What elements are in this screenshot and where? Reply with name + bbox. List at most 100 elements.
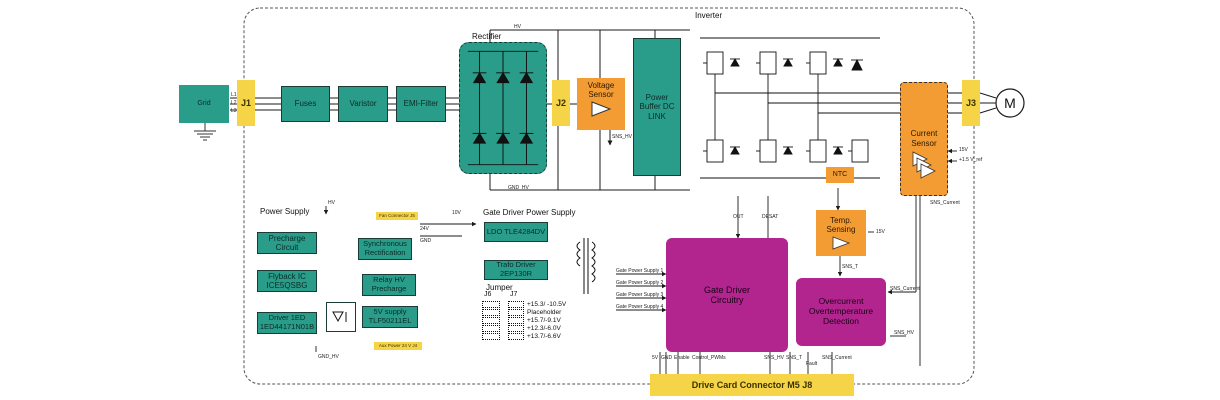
aux-power-label: Aux Power 24 V J4 <box>378 343 418 349</box>
gdps-title: Gate Driver Power Supply <box>483 208 576 217</box>
v15-temp-label: 15V <box>876 229 885 235</box>
v15-label: 15V <box>959 147 968 153</box>
varistor-block: Varistor <box>338 86 388 122</box>
jumper-col-j7: J7 <box>510 291 518 298</box>
overcurrent-detection-block: Overcurrent Overtemperature Detection <box>796 278 886 346</box>
brake-igbt <box>848 139 869 163</box>
earth-ground-icon <box>194 123 216 141</box>
sns-t-bottom-label: SNS_T <box>786 355 803 361</box>
connector-j3-label: J3 <box>965 97 976 108</box>
igbt-low-1 <box>703 139 740 163</box>
gps2-label: Gate Power Supply 2 <box>616 280 664 286</box>
jumper-row: +15.3/ -10.5V <box>482 300 566 308</box>
jumper-row: +13.7/-6.6V <box>482 332 566 340</box>
current-sensor-label: Current Sensor <box>910 129 938 148</box>
jumper-title: Jumper <box>486 283 513 292</box>
jumper-row-label: +13.7/-6.6V <box>527 332 561 340</box>
out-label: OUT <box>733 214 744 220</box>
drive-card-connector-label: Drive Card Connector M5 J8 <box>691 379 813 390</box>
jumper-j7-pins-icon <box>508 324 524 332</box>
precharge-circuit-block: Precharge Circuit <box>257 232 317 254</box>
jumper-col-j6: J6 <box>484 291 492 298</box>
driver-1ed-block: Driver 1ED 1ED44171N01B <box>257 312 317 334</box>
connector-j2: J2 <box>552 80 570 126</box>
current-sensor-block: Current Sensor <box>900 82 948 196</box>
ldo-label: LDO TLE4284DV <box>486 226 546 236</box>
connector-j1: J1 <box>237 80 255 126</box>
gnd-hv-label: GND_HV <box>508 185 529 191</box>
jumper-j6-pins-icon <box>482 316 500 324</box>
optocoupler-icon <box>326 302 356 332</box>
jumper-row: +12.3/-6.0V <box>482 324 566 332</box>
transformer-icon <box>576 238 596 294</box>
voltage-sensor-label: Voltage Sensor <box>587 81 615 100</box>
grid-block: Grid <box>179 85 229 123</box>
trafo-driver-label: Trafo Driver 2EP130R <box>496 260 536 278</box>
fault-label: Fault <box>806 361 818 367</box>
v5-label: 5V <box>652 355 659 361</box>
amplifier-icon <box>591 101 612 118</box>
jumper-j6-pins-icon <box>482 324 500 332</box>
ntc-block: NTC <box>826 167 854 183</box>
motor-phases <box>979 92 997 114</box>
jumper-j7-pins-icon <box>508 300 524 308</box>
supply-5v-block: 5V supply TLF50211EL <box>362 306 418 328</box>
brake-diode <box>851 58 863 71</box>
jumper-j7-pins-icon <box>508 332 524 340</box>
sns-current-bottom-label: SNS_Current <box>822 355 852 361</box>
v24-label: 24V <box>420 226 429 232</box>
sns-hv-label-top: SNS_HV <box>612 134 633 140</box>
sync-rectification-block: Synchronous Rectification <box>358 238 412 260</box>
flyback-ic-label: Flyback IC ICE5QSBG <box>266 271 308 290</box>
sns-t-label-top: SNS_T <box>842 264 859 270</box>
gate-driver-circuitry-label: Gate Driver Circuitry <box>703 284 750 305</box>
rectifier-bridge-icon <box>467 50 539 166</box>
desat-label: DESAT <box>762 214 779 220</box>
phase-l2-label: L2 <box>231 100 237 106</box>
jumper-j6-pins-icon <box>482 308 500 316</box>
motor-block: M <box>996 89 1024 117</box>
sns-hv-label-oc: SNS_HV <box>894 330 915 336</box>
jumper-j6-pins-icon <box>482 300 500 308</box>
gps1-label: Gate Power Supply 1 <box>616 268 664 274</box>
hv-ps-label: HV <box>328 200 335 206</box>
jumper-row-label: +15.7/-9.1V <box>527 316 561 324</box>
system-boundary <box>243 7 975 385</box>
emi-filter-block: EMI-Filter <box>396 86 446 122</box>
rectifier-block <box>459 42 547 174</box>
jumper-j7-pins-icon <box>508 316 524 324</box>
emi-filter-label: EMI-Filter <box>403 99 439 109</box>
jumper-row-label: +15.3/ -10.5V <box>527 300 567 308</box>
control-pwms-label: Control_PWMs <box>692 355 726 361</box>
trafo-driver-block: Trafo Driver 2EP130R <box>484 260 548 280</box>
enable-label: Enable <box>674 355 690 361</box>
jumper-j7-pins-icon <box>508 308 524 316</box>
sns-hv-bottom-label: SNS_HV <box>764 355 785 361</box>
igbt-high-2 <box>756 51 793 75</box>
overcurrent-detection-label: Overcurrent Overtemperature Detection <box>808 296 874 326</box>
phase-l3-label: L3 <box>231 108 237 114</box>
amplifier-stack-icon <box>912 151 936 179</box>
gnd-ps-label: GND <box>420 238 432 244</box>
gnd-bottom-label: GND <box>661 355 673 361</box>
driver-1ed-label: Driver 1ED 1ED44171N01B <box>259 313 315 331</box>
motor-label: M <box>1004 94 1016 111</box>
grid-label: Grid <box>197 99 211 107</box>
gps4-label: Gate Power Supply 4 <box>616 304 664 310</box>
jumper-row: Placeholder <box>482 308 566 316</box>
fuses-label: Fuses <box>294 99 317 109</box>
power-supply-title: Power Supply <box>260 207 310 216</box>
fan-connector-j5: Fan Connector J5 <box>376 212 418 220</box>
jumper-row-label: Placeholder <box>527 308 562 316</box>
fuses-block: Fuses <box>281 86 330 122</box>
varistor-label: Varistor <box>349 99 377 109</box>
connector-j3: J3 <box>962 80 980 126</box>
jumper-row-label: +12.3/-6.0V <box>527 324 561 332</box>
jumper-row: +15.7/-9.1V <box>482 316 566 324</box>
hv-bus-label: HV <box>514 24 521 30</box>
ldo-block: LDO TLE4284DV <box>484 222 548 242</box>
connector-j1-label: J1 <box>240 97 251 108</box>
drive-card-connector: Drive Card Connector M5 J8 <box>650 374 854 396</box>
